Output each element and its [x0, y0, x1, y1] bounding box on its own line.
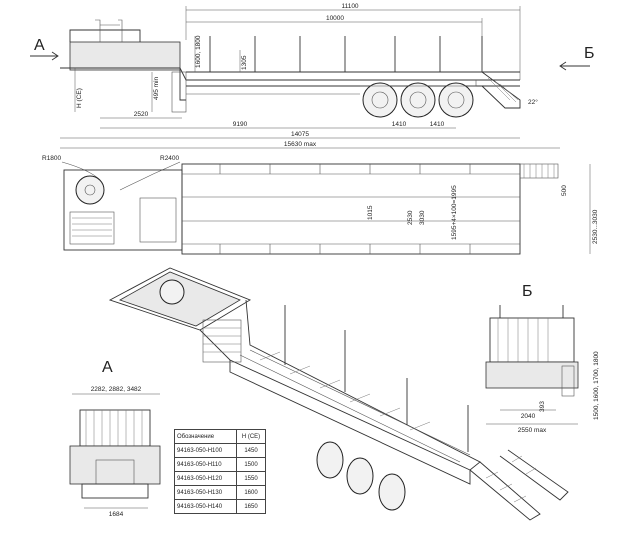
dim-2282-3482: 2282, 2882, 3482: [91, 386, 142, 393]
dim-1410-b: 1410: [430, 121, 445, 128]
table-cell-designation: 94163-050-Н120: [174, 471, 237, 486]
side-view: 11100 10000 1600, 1800 1305: [30, 3, 595, 149]
dim-3030: 3030: [419, 210, 426, 225]
view-label-a-front: А: [102, 359, 113, 376]
dim-2040: 2040: [521, 413, 536, 420]
table-cell-h: 1550: [236, 471, 266, 486]
view-label-b-side: Б: [584, 45, 595, 62]
rear-view: Б 2040 2550 max 393 1500, 1600, 1700, 18…: [485, 283, 600, 434]
designation-table: Обозначение H (СЕ) 94163-050-Н100 1450 9…: [174, 429, 266, 514]
dim-9190: 9190: [233, 121, 248, 128]
table-header-designation: Обозначение: [174, 429, 237, 444]
table-cell-h: 1650: [236, 499, 266, 514]
dim-1500-1800: 1500, 1600, 1700, 1800: [593, 351, 600, 420]
dim-11100: 11100: [341, 3, 358, 10]
table-header-h: H (СЕ): [236, 429, 266, 444]
dim-2520: 2520: [134, 111, 149, 118]
table-cell-designation: 94163-050-Н130: [174, 485, 237, 500]
dim-495: 495 min: [153, 76, 160, 100]
dim-15630: 15630 max: [284, 141, 317, 148]
dim-22deg: 22°: [528, 98, 538, 106]
table-cell-h: 1600: [236, 485, 266, 500]
table-cell-h: 1500: [236, 457, 266, 472]
view-label-b-rear: Б: [522, 283, 533, 300]
dim-1015: 1015: [367, 205, 374, 220]
dim-2530-a: 2530: [407, 210, 414, 225]
dim-14075: 14075: [291, 131, 309, 138]
isometric-view: [108, 267, 569, 521]
dim-2530-3030: 2530...3030: [592, 209, 599, 244]
dim-1600-1800: 1600, 1800: [195, 35, 202, 68]
dim-r1800: R1800: [42, 155, 62, 162]
view-label-a-side: А: [34, 37, 45, 54]
table-cell-designation: 94163-050-Н110: [174, 457, 237, 472]
table-header-row: Обозначение H (СЕ): [174, 429, 266, 444]
table-cell-designation: 94163-050-Н140: [174, 499, 237, 514]
dim-r2400: R2400: [160, 155, 180, 162]
dim-1595: 1595+4×100=1995: [451, 185, 458, 240]
table-row: 94163-050-Н140 1650: [174, 499, 266, 514]
front-view: А 2282, 2882, 3482 1684: [69, 359, 161, 518]
table-row: 94163-050-Н130 1600: [174, 485, 266, 500]
dim-10000: 10000: [326, 15, 344, 22]
dim-393: 393: [539, 401, 546, 412]
table-cell-h: 1450: [236, 443, 266, 458]
table-row: 94163-050-Н110 1500: [174, 457, 266, 472]
table-cell-designation: 94163-050-Н100: [174, 443, 237, 458]
table-row: 94163-050-Н100 1450: [174, 443, 266, 458]
table-row: 94163-050-Н120 1550: [174, 471, 266, 486]
dim-1305: 1305: [241, 55, 248, 70]
top-view: R1800 R2400 500 1015 2530 3030 1595+4×10…: [42, 155, 599, 255]
dim-2550: 2550 max: [518, 427, 547, 434]
dim-1684: 1684: [109, 511, 124, 518]
dim-500: 500: [561, 185, 568, 196]
dim-1410-a: 1410: [392, 121, 407, 128]
dim-h-side: H (СЕ): [76, 88, 83, 108]
